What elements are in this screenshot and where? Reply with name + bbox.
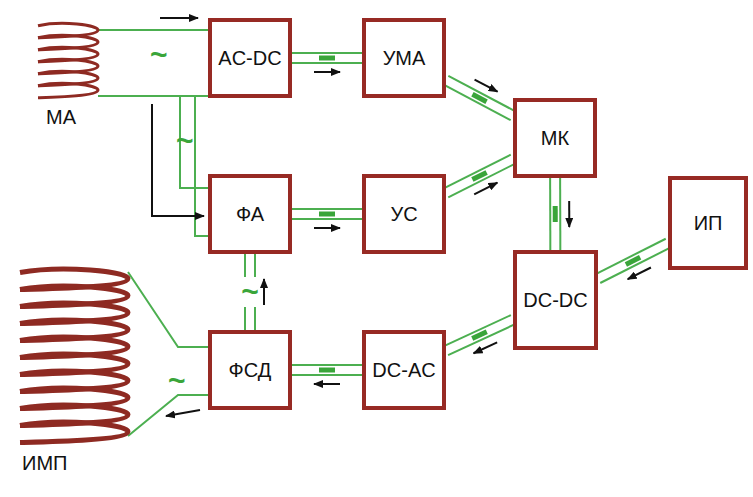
connector-stroke [319,212,335,217]
power-connector [292,365,362,384]
signal-arrows [152,18,204,416]
connector-stroke [472,172,486,179]
connector-stroke [568,201,570,227]
connector-stroke [319,56,335,61]
box-label: DC-AC [372,359,435,382]
box-label: МК [541,127,569,150]
connector-stroke [314,71,340,73]
power-connector [596,239,671,283]
process-box: УС [362,174,446,254]
box-label: ФСД [229,359,272,382]
coil-turn [20,422,128,442]
ac-symbol: ~ [168,366,186,396]
box-label: ИП [694,212,723,235]
coil-turn [38,83,98,97]
connector-stroke [444,85,511,120]
connector-stroke [319,368,335,373]
process-box: УМА [362,18,446,98]
ac-symbol: ~ [176,126,194,156]
power-connector [292,209,362,228]
imp-coil [20,269,128,442]
box-label: AC-DC [218,47,281,70]
connector-stroke [474,342,498,353]
process-box: МК [513,98,597,178]
connector-stroke [314,383,340,385]
process-box: ФА [208,174,292,254]
connector-stroke [475,80,498,92]
connector-stroke [263,279,265,305]
box-label: DC-DC [523,289,587,312]
box-label: УМА [383,47,426,70]
power-connector [444,155,515,198]
connector-stroke [292,52,362,54]
connector-stroke [549,178,551,250]
power-connector [444,315,515,355]
process-box: AC-DC [208,18,292,98]
process-box: DC-DC [513,250,598,350]
ma-coil [38,23,98,97]
process-box: ФСД [208,330,292,410]
connector-stroke [314,227,340,229]
process-box: DC-AC [362,330,446,410]
ac-symbol: ~ [240,277,260,307]
connector-stroke [292,374,362,376]
ac-symbol: ~ [150,40,168,70]
process-box: ИП [668,176,748,270]
connector-stroke [628,268,651,280]
part-name: ИМП [22,452,67,475]
power-connector [550,178,569,250]
connector-stroke [553,206,558,222]
box-label: УС [390,203,417,226]
connector-stroke [600,248,670,283]
connector-stroke [292,208,362,210]
connector-stroke [559,178,561,250]
connector-stroke [292,218,362,220]
connector-stroke [472,332,487,339]
connector-stroke [444,315,511,346]
connector-stroke [472,94,486,101]
connector-stroke [444,155,511,189]
part-name: МА [46,106,76,129]
box-label: ФА [236,203,264,226]
connector-stroke [292,364,362,366]
power-connector [292,53,362,72]
connector-stroke [474,183,497,195]
connector-stroke [596,239,666,274]
imp-wires [128,272,210,436]
power-connector [444,76,516,120]
connector-stroke [292,62,362,64]
ma-wires [98,30,210,236]
connector-stroke [626,257,640,264]
